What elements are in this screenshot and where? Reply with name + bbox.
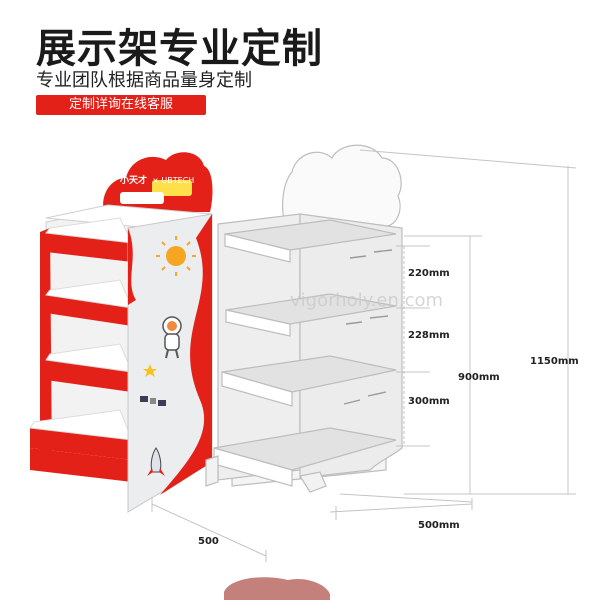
consult-button[interactable]: 定制详询在线客服	[36, 95, 206, 115]
back-cloud-panel	[282, 144, 402, 227]
dim-shelf1: 220mm	[408, 268, 450, 279]
brand-cn: 小天才	[120, 176, 148, 186]
sun-icon	[156, 236, 196, 276]
dimension-lines	[151, 149, 577, 562]
page-subtitle: 专业团队根据商品量身定制	[36, 70, 252, 91]
page-title: 展示架专业定制	[36, 26, 323, 72]
star-icon	[143, 364, 157, 377]
dim-depth: 500mm	[418, 520, 460, 531]
watermark: vigorholy.en.com	[290, 290, 444, 311]
dim-height-shelves: 900mm	[458, 372, 500, 383]
brand-en: × UBTECH	[152, 176, 195, 185]
brand-logo: 小天才 × UBTECH	[120, 168, 194, 187]
printed-display-rack	[29, 152, 213, 513]
rocket-icon	[147, 447, 165, 476]
astronaut-icon	[162, 316, 182, 359]
satellite-icon	[140, 396, 166, 406]
dim-shelf2: 228mm	[408, 330, 450, 341]
dim-height-total: 1150mm	[530, 356, 579, 367]
right-side-panel	[299, 213, 403, 479]
dim-width: 500	[198, 536, 219, 547]
dim-shelf3: 300mm	[408, 396, 450, 407]
floor-stain	[224, 577, 330, 600]
line-drawing-rack	[205, 144, 403, 493]
